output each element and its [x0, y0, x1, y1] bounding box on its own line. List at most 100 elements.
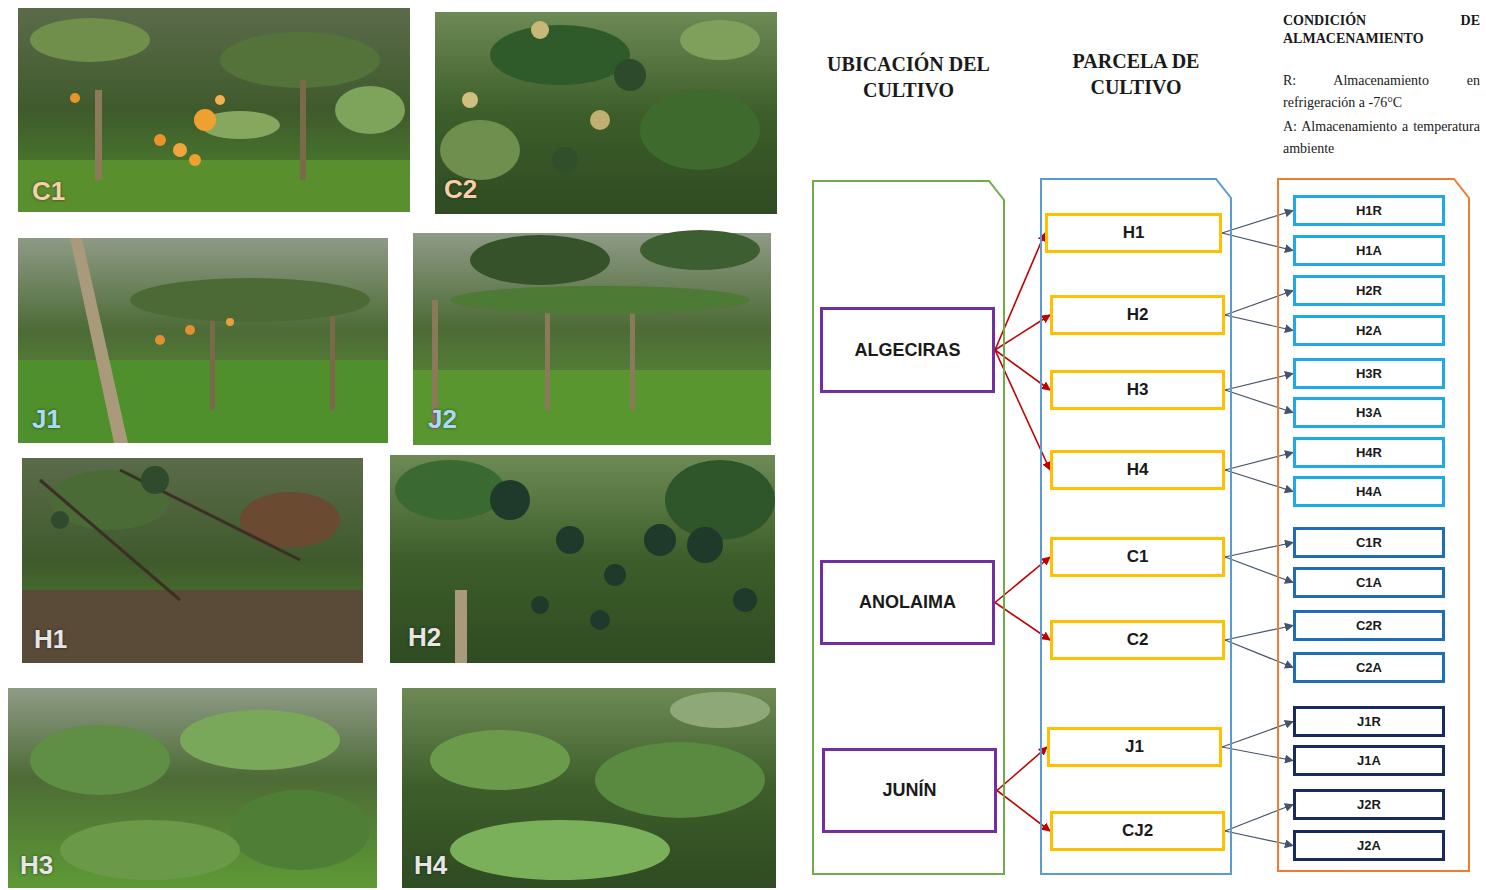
connector-arrow: [1222, 233, 1293, 251]
box-label: H4A: [1356, 484, 1382, 499]
connector-arrow: [1222, 211, 1293, 234]
photo-label: H4: [414, 850, 447, 880]
plot-box: H4: [1050, 450, 1225, 490]
box-label: ALGECIRAS: [854, 340, 960, 361]
storage-box: H4R: [1293, 437, 1445, 468]
storage-box: C1R: [1293, 527, 1445, 558]
column-heading: PARCELA DE CULTIVO: [1040, 48, 1232, 100]
box-label: H4: [1127, 460, 1149, 480]
box-label: C1R: [1356, 535, 1382, 550]
location-box: ALGECIRAS: [820, 307, 995, 393]
plot-box: J1: [1047, 727, 1222, 767]
storage-box: C2R: [1293, 610, 1445, 641]
legend-note: R: Almacenamiento en refrigeración a -76…: [1283, 70, 1480, 114]
storage-box: J2A: [1293, 830, 1445, 861]
box-label: C1A: [1356, 575, 1382, 590]
box-label: H2: [1127, 305, 1149, 325]
column-border: [1041, 179, 1231, 874]
box-label: J2A: [1357, 838, 1381, 853]
crop-photos: [0, 0, 780, 890]
box-label: J1A: [1357, 753, 1381, 768]
storage-box: H2R: [1293, 275, 1445, 306]
storage-box: H4A: [1293, 476, 1445, 507]
location-box: JUNÍN: [822, 748, 997, 833]
box-label: J1R: [1357, 714, 1381, 729]
box-label: H1R: [1356, 203, 1382, 218]
box-label: H3: [1127, 380, 1149, 400]
column-border: [813, 181, 1004, 874]
storage-box: J2R: [1293, 789, 1445, 820]
box-label: H2R: [1356, 283, 1382, 298]
plot-box: C2: [1050, 620, 1225, 660]
box-label: C2A: [1356, 660, 1382, 675]
box-label: C1: [1127, 547, 1149, 567]
plot-box: H2: [1050, 295, 1225, 335]
storage-column: H1R H1A H2R H2A H3R H3A H4R H4A C1R C1A C2R C2A J1R J…: [1277, 8, 1484, 872]
connector-arrow: [995, 233, 1045, 350]
location-column: ALGECIRAS ANOLAIMA JUNÍN UBICACIÓN DEL CULT…: [812, 45, 1005, 875]
box-label: J2R: [1357, 797, 1381, 812]
storage-box: H3A: [1293, 397, 1445, 428]
box-label: H4R: [1356, 445, 1382, 460]
plot-box: H3: [1050, 370, 1225, 410]
storage-box: C2A: [1293, 652, 1445, 683]
connector-arrow: [1225, 626, 1293, 641]
box-label: H1: [1123, 223, 1145, 243]
photo-c1: [18, 8, 410, 212]
photo-label: H3: [20, 850, 53, 880]
connector-arrow: [1225, 374, 1293, 391]
connector-arrow: [1222, 722, 1293, 748]
plot-box: H1: [1045, 213, 1222, 253]
photo-c2: [435, 12, 777, 214]
legend-note: A: Almacenamiento a temperatura ambiente: [1283, 116, 1480, 160]
photo-h2: [390, 455, 775, 663]
connector-arrow: [1225, 291, 1293, 316]
photo-h4: [402, 688, 776, 888]
connector-arrow: [1225, 390, 1293, 413]
photo-label: H2: [408, 622, 441, 652]
connector-arrow: [1225, 453, 1293, 471]
box-label: JUNÍN: [882, 780, 936, 801]
box-label: H2A: [1356, 323, 1382, 338]
photo-label: J2: [428, 404, 457, 434]
box-label: CJ2: [1122, 821, 1153, 841]
photo-j2: [413, 230, 771, 445]
box-label: C2: [1127, 630, 1149, 650]
box-label: C2R: [1356, 618, 1382, 633]
photo-label: C2: [444, 174, 477, 204]
storage-box: C1A: [1293, 567, 1445, 598]
box-label: H3A: [1356, 405, 1382, 420]
connector-arrow: [1225, 805, 1293, 832]
connector-arrow: [1225, 470, 1293, 492]
storage-box: H3R: [1293, 358, 1445, 389]
column-heading: CONDICIÓN DE ALMACENAMIENTO: [1283, 12, 1480, 48]
column-heading: UBICACIÓN DEL CULTIVO: [812, 51, 1005, 103]
connector-arrow: [1225, 315, 1293, 331]
storage-box: H1A: [1293, 235, 1445, 266]
connector-arrow: [1225, 543, 1293, 558]
storage-box: J1R: [1293, 706, 1445, 737]
photo-h1: [22, 458, 363, 663]
storage-box: J1A: [1293, 745, 1445, 776]
connector-arrow: [1225, 557, 1293, 583]
photo-j1: [18, 238, 388, 443]
connector-arrow: [1225, 831, 1293, 846]
location-box: ANOLAIMA: [820, 560, 995, 645]
plot-box: C1: [1050, 537, 1225, 577]
photo-h3: [8, 688, 377, 888]
plot-column: H1H2H3H4C1C2J1CJ2 PARCELA DE CULTIVO: [1040, 45, 1232, 875]
plot-box: CJ2: [1050, 811, 1225, 851]
box-label: H3R: [1356, 366, 1382, 381]
box-label: ANOLAIMA: [859, 592, 956, 613]
storage-box: H2A: [1293, 315, 1445, 346]
connector-arrow: [1222, 747, 1293, 761]
connector-arrow: [1225, 640, 1293, 668]
column-border: [1278, 179, 1469, 871]
photo-label: C1: [32, 176, 65, 206]
box-label: J1: [1125, 737, 1144, 757]
photo-label: J1: [32, 404, 61, 434]
storage-box: H1R: [1293, 195, 1445, 226]
box-label: H1A: [1356, 243, 1382, 258]
